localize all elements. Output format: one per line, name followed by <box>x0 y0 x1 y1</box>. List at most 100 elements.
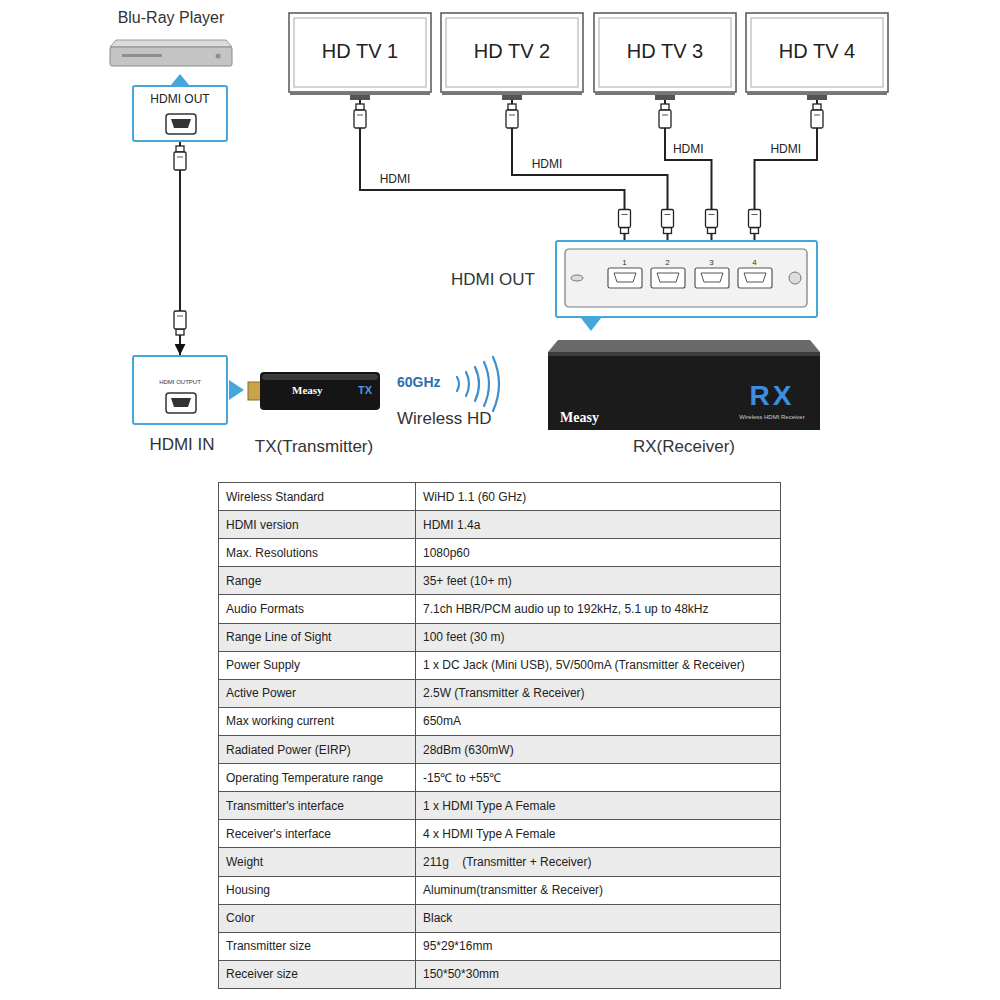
cable-plug <box>659 104 671 128</box>
tv-screen: HD TV 1 <box>288 12 432 100</box>
plug-body <box>619 210 631 228</box>
player-top <box>110 40 232 47</box>
plug-grip <box>662 115 668 116</box>
table-cell: 1 x DC Jack (Mini USB), 5V/500mA (Transm… <box>415 651 781 680</box>
plug-tip <box>708 228 716 234</box>
hdmi-port: 3 <box>693 256 731 292</box>
plug-body <box>749 210 761 228</box>
port-opening <box>171 398 191 407</box>
node-shape <box>557 242 816 316</box>
cable-label: HDMI <box>768 143 803 157</box>
receiver-box: MeasyRXWireless HDMI ReceiverRX(Receiver… <box>548 340 820 430</box>
plugs <box>174 104 823 335</box>
tv-screen: HD TV 2 <box>440 12 584 100</box>
tv-name: HD TV 4 <box>745 40 889 63</box>
port-socket <box>695 268 729 288</box>
brand-logo: Measy <box>560 410 599 426</box>
plug-body <box>506 110 518 128</box>
table-cell: Max. Resolutions <box>218 538 416 567</box>
table-cell: Transmitter's interface <box>218 791 416 820</box>
dongle-highlight <box>262 374 378 380</box>
table-cell: 650mA <box>415 707 781 736</box>
transmitter-dongle: MeasyTXTX(Transmitter) <box>248 372 380 410</box>
wave-arc <box>493 357 499 411</box>
port-socket <box>608 268 642 288</box>
disc-slot <box>122 54 162 57</box>
table-cell: 1080p60 <box>415 538 781 567</box>
plug-grip <box>709 214 715 215</box>
port-opening <box>657 273 679 282</box>
hdmi-cable <box>360 100 625 254</box>
tv-name: HD TV 1 <box>288 40 432 63</box>
device-caption: TX(Transmitter) <box>218 437 410 457</box>
callout-pointer <box>229 380 244 400</box>
tv-stand <box>502 95 522 100</box>
tv-frame <box>289 13 431 92</box>
plug-tip <box>621 228 629 234</box>
tv-bezel <box>595 92 735 95</box>
callout-pointer <box>171 74 189 85</box>
table-cell: 150*50*30mm <box>415 960 781 989</box>
device-caption: RX(Receiver) <box>548 437 820 457</box>
tv-stand <box>655 95 675 100</box>
player-device: Blu-Ray Player <box>110 40 232 66</box>
hdmi-port: 4 <box>736 256 774 292</box>
receiver-edge <box>548 352 820 356</box>
table-cell: 2.5W (Transmitter & Receiver) <box>415 679 781 708</box>
table-cell: Wireless Standard <box>218 482 416 511</box>
plug-tip <box>661 104 669 110</box>
tv-name: HD TV 2 <box>440 40 584 63</box>
port-number: 3 <box>693 258 731 267</box>
plug-body <box>174 152 186 170</box>
tv-bezel <box>747 92 887 95</box>
tv-frame <box>746 13 888 92</box>
panel-heading: HDMI OUT <box>435 270 535 290</box>
cable-plug <box>811 104 823 128</box>
cable-plug <box>662 210 674 234</box>
port-opening <box>171 119 191 128</box>
table-cell: HDMI 1.4a <box>415 510 781 539</box>
table-cell: 1 x HDMI Type A Female <box>415 791 781 820</box>
table-cell: 7.1ch HBR/PCM audio up to 192kHz, 5.1 up… <box>415 594 781 623</box>
tv-stand <box>807 95 827 100</box>
device-mark: TX <box>358 384 372 397</box>
callout-pointer <box>581 318 601 331</box>
cable-plug <box>174 311 186 335</box>
cable-label: HDMI <box>671 143 706 157</box>
port-number: 4 <box>736 258 774 267</box>
panel-led <box>571 275 583 281</box>
table-cell: Active Power <box>218 679 416 708</box>
port-number: 2 <box>649 258 687 267</box>
table-cell: Receiver's interface <box>218 819 416 848</box>
cable-plug <box>354 104 366 128</box>
plug-grip <box>814 115 820 116</box>
wave-arc <box>466 372 469 396</box>
tv-name: HD TV 3 <box>593 40 737 63</box>
table-cell: -15℃ to +55℃ <box>415 763 781 792</box>
power-button <box>216 54 221 59</box>
wireless-waves <box>457 357 499 411</box>
plug-tip <box>176 146 184 152</box>
node-shape <box>110 40 232 66</box>
port-caption: HDMI IN <box>104 435 260 455</box>
plug-grip <box>665 214 671 215</box>
plug-body <box>811 110 823 128</box>
table-cell: Max working current <box>218 707 416 736</box>
device-title: Blu-Ray Player <box>80 9 262 27</box>
panel-button <box>789 272 801 284</box>
table-cell: HDMI version <box>218 510 416 539</box>
port-socket <box>738 268 772 288</box>
table-cell: 28dBm (630mW) <box>415 735 781 764</box>
table-cell: Radiated Power (EIRP) <box>218 735 416 764</box>
port-icon <box>166 393 196 413</box>
player-front <box>110 47 232 66</box>
table-cell: 35+ feet (10+ m) <box>415 566 781 595</box>
tv-screen: HD TV 3 <box>593 12 737 100</box>
tv-frame <box>441 13 583 92</box>
port-number: 1 <box>606 258 644 267</box>
cable-plug <box>619 210 631 234</box>
dongle-body <box>260 372 380 410</box>
table-cell: Aluminum(transmitter & Receiver) <box>415 876 781 905</box>
table-cell: 4 x HDMI Type A Female <box>415 819 781 848</box>
